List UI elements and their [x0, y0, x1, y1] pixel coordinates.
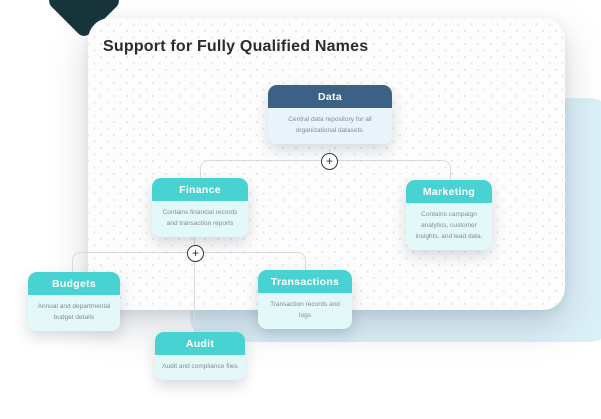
- node-transactions[interactable]: Transactions Transaction records and log…: [258, 270, 352, 330]
- node-finance[interactable]: Finance Contains financial records and t…: [152, 178, 248, 238]
- node-data-label[interactable]: Data: [268, 85, 392, 108]
- node-budgets-label[interactable]: Budgets: [28, 272, 120, 295]
- node-budgets[interactable]: Budgets Annual and departmental budget d…: [28, 272, 120, 332]
- node-marketing-label[interactable]: Marketing: [406, 180, 492, 203]
- expand-plus-icon-data[interactable]: +: [321, 153, 338, 170]
- node-budgets-description: Annual and departmental budget details: [28, 295, 120, 332]
- node-audit[interactable]: Audit Audit and compliance files: [155, 332, 245, 381]
- node-transactions-label[interactable]: Transactions: [258, 270, 352, 293]
- node-marketing[interactable]: Marketing Contains campaign analytics, c…: [406, 180, 492, 251]
- node-audit-description: Audit and compliance files: [155, 355, 245, 381]
- expand-plus-icon-finance[interactable]: +: [187, 245, 204, 262]
- page-title: Support for Fully Qualified Names: [103, 38, 369, 55]
- connector-data-to-finance: [200, 160, 330, 179]
- node-audit-label[interactable]: Audit: [155, 332, 245, 355]
- node-data[interactable]: Data Central data repository for all org…: [268, 85, 392, 145]
- connector-data-to-marketing: [329, 160, 451, 181]
- node-finance-description: Contains financial records and transacti…: [152, 201, 248, 238]
- connector-finance-to-audit: [194, 252, 195, 332]
- node-marketing-description: Contains campaign analytics, customer in…: [406, 203, 492, 251]
- node-transactions-description: Transaction records and logs: [258, 293, 352, 330]
- connector-finance-to-transactions: [194, 252, 306, 271]
- node-data-description: Central data repository for all organiza…: [268, 108, 392, 145]
- node-finance-label[interactable]: Finance: [152, 178, 248, 201]
- connector-data-stem: [329, 149, 330, 155]
- connector-finance-stem: [194, 231, 195, 253]
- connector-finance-to-budgets: [72, 252, 195, 273]
